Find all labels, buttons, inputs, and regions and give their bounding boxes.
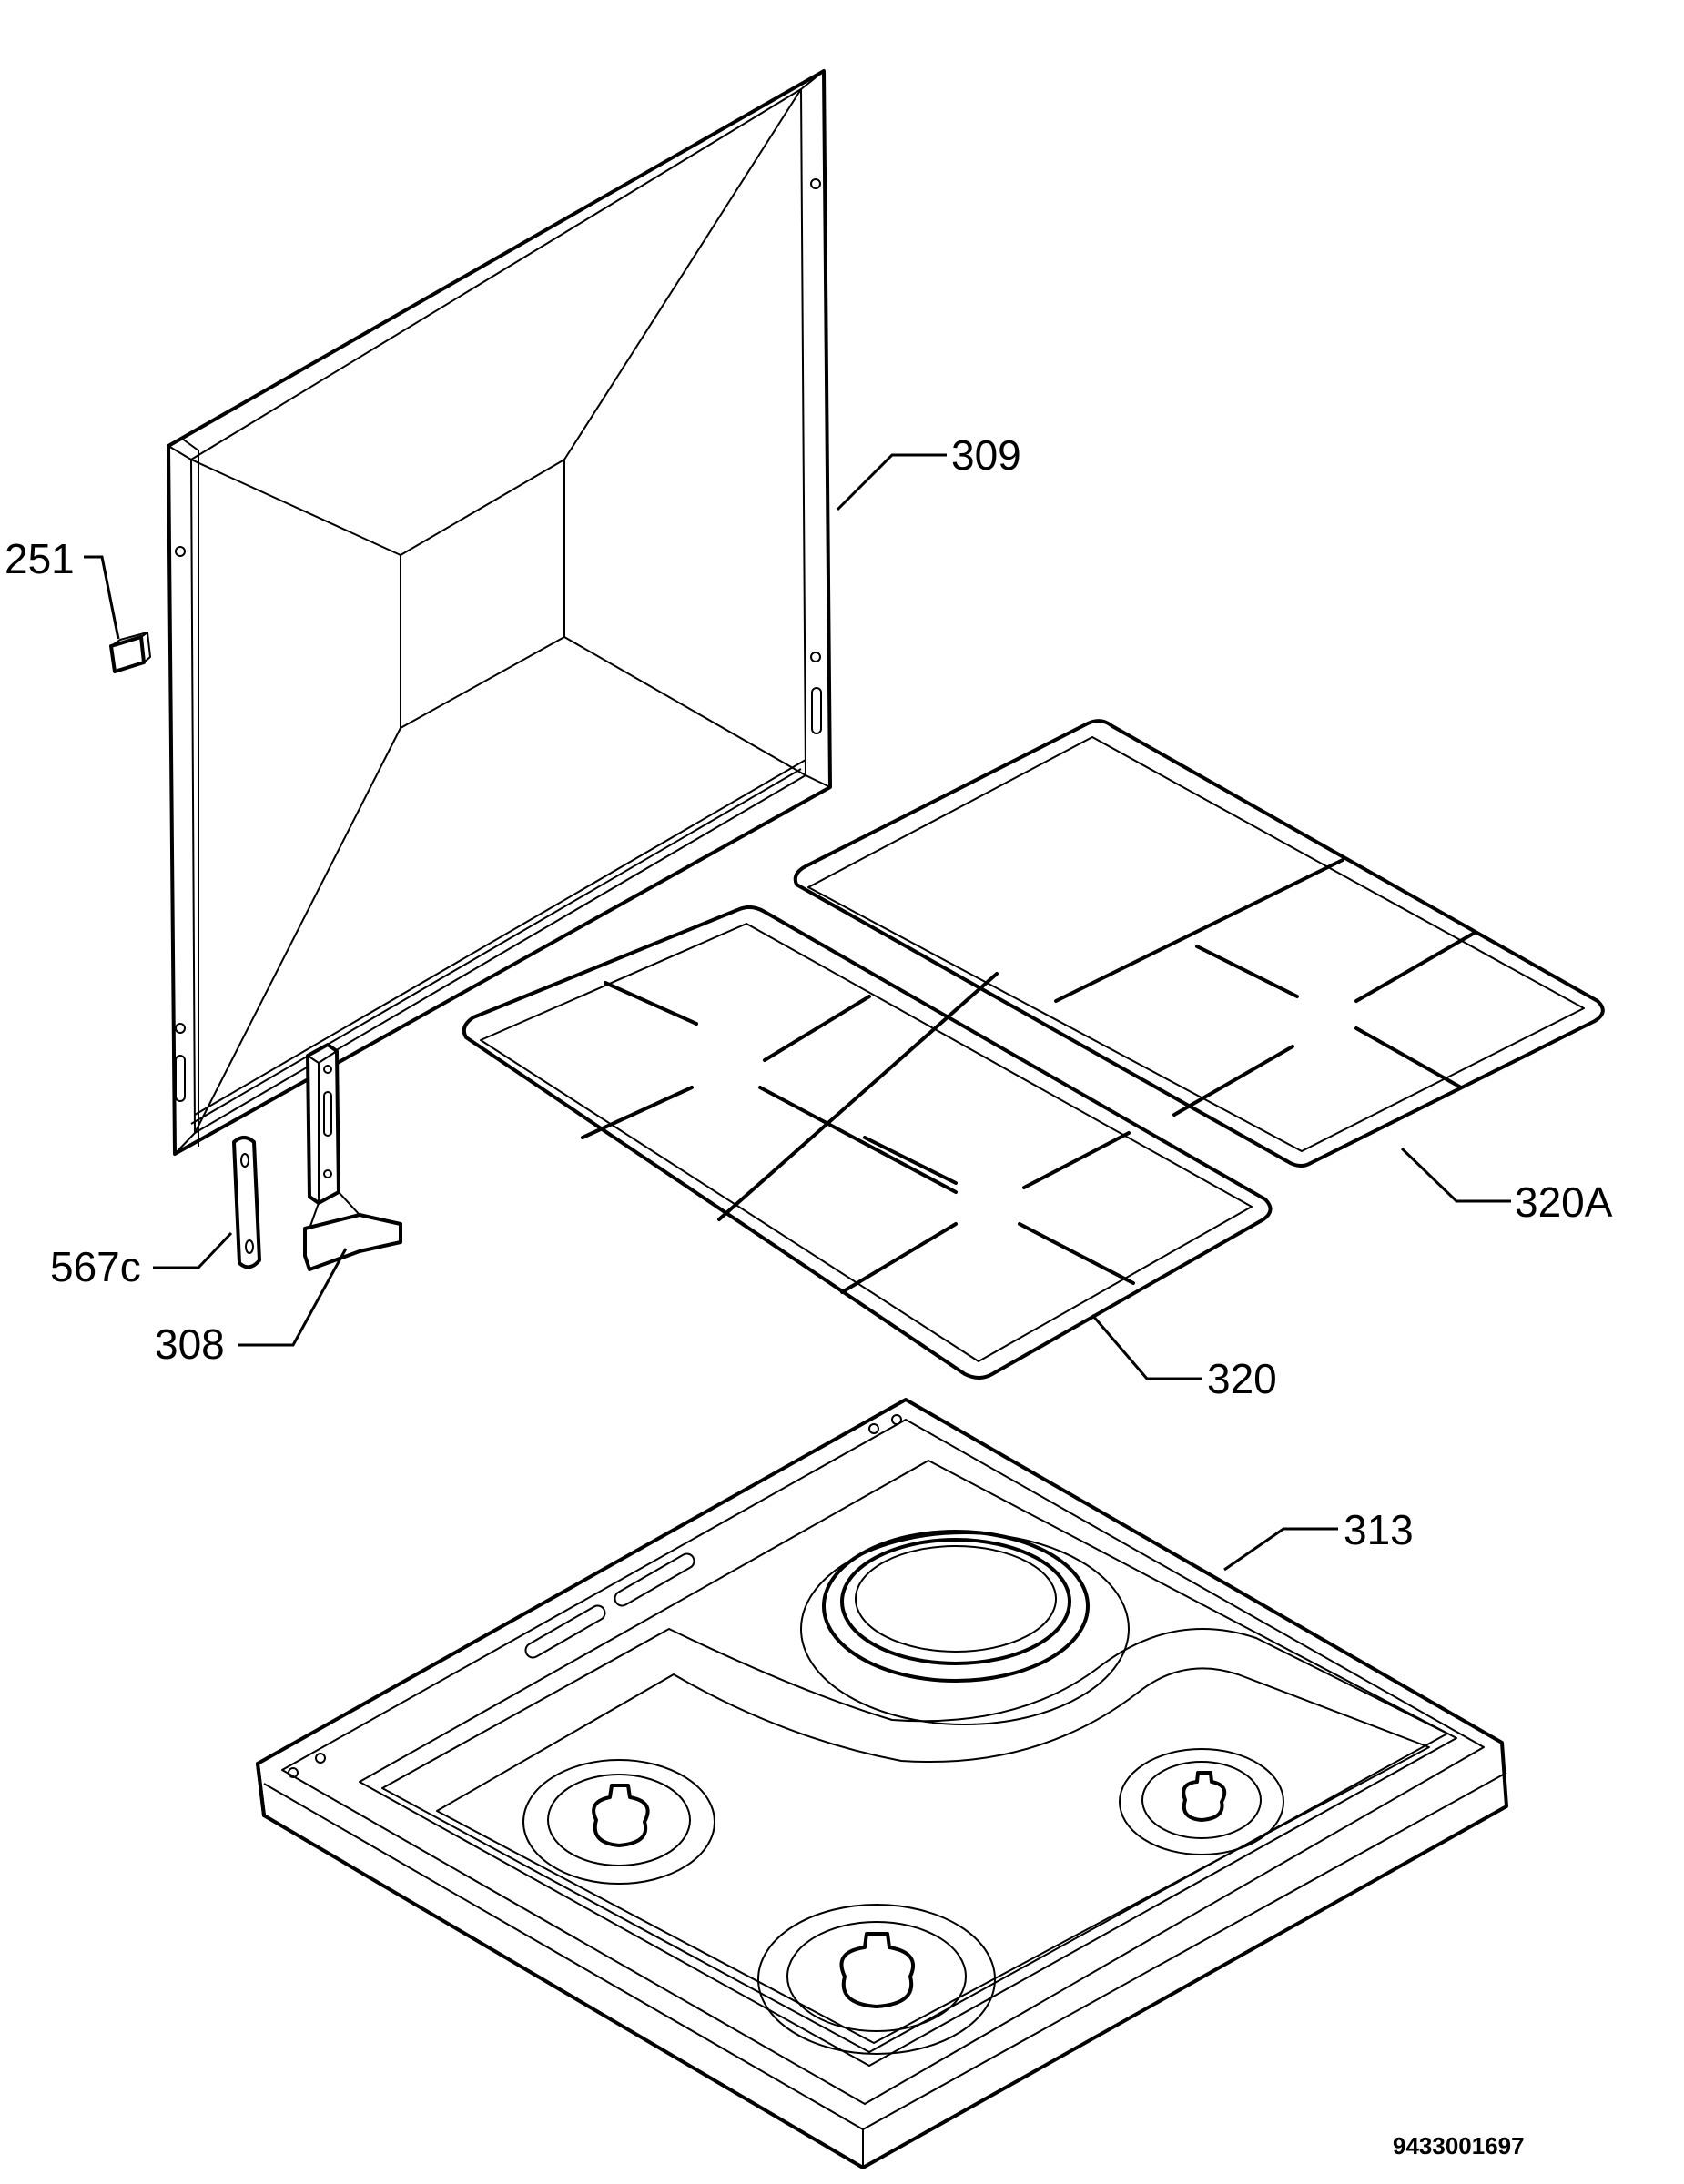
leader-313 bbox=[1223, 1527, 1338, 1572]
label-313: 313 bbox=[1344, 1506, 1414, 1553]
label-320: 320 bbox=[1207, 1355, 1277, 1402]
leader-309 bbox=[836, 453, 947, 511]
label-251: 251 bbox=[5, 535, 75, 582]
leader-251 bbox=[84, 555, 120, 640]
part-313-hob-top bbox=[256, 1398, 1508, 2169]
leader-567c bbox=[153, 1231, 233, 1269]
part-309-lid bbox=[167, 69, 832, 1156]
document-number: 9433001697 bbox=[1393, 2132, 1525, 2159]
part-567c-link bbox=[232, 1136, 261, 1269]
part-320-pan-support bbox=[462, 905, 1273, 1380]
part-320a-pan-support bbox=[793, 719, 1605, 1168]
leader-308 bbox=[238, 1248, 348, 1347]
leader-320 bbox=[1091, 1314, 1202, 1380]
label-308: 308 bbox=[155, 1320, 225, 1368]
part-308-hinge bbox=[303, 1043, 402, 1271]
leader-320a bbox=[1400, 1147, 1511, 1203]
label-320a: 320A bbox=[1515, 1178, 1613, 1226]
part-251-clip bbox=[109, 632, 151, 673]
label-567c: 567c bbox=[50, 1243, 141, 1290]
label-309: 309 bbox=[951, 431, 1021, 479]
